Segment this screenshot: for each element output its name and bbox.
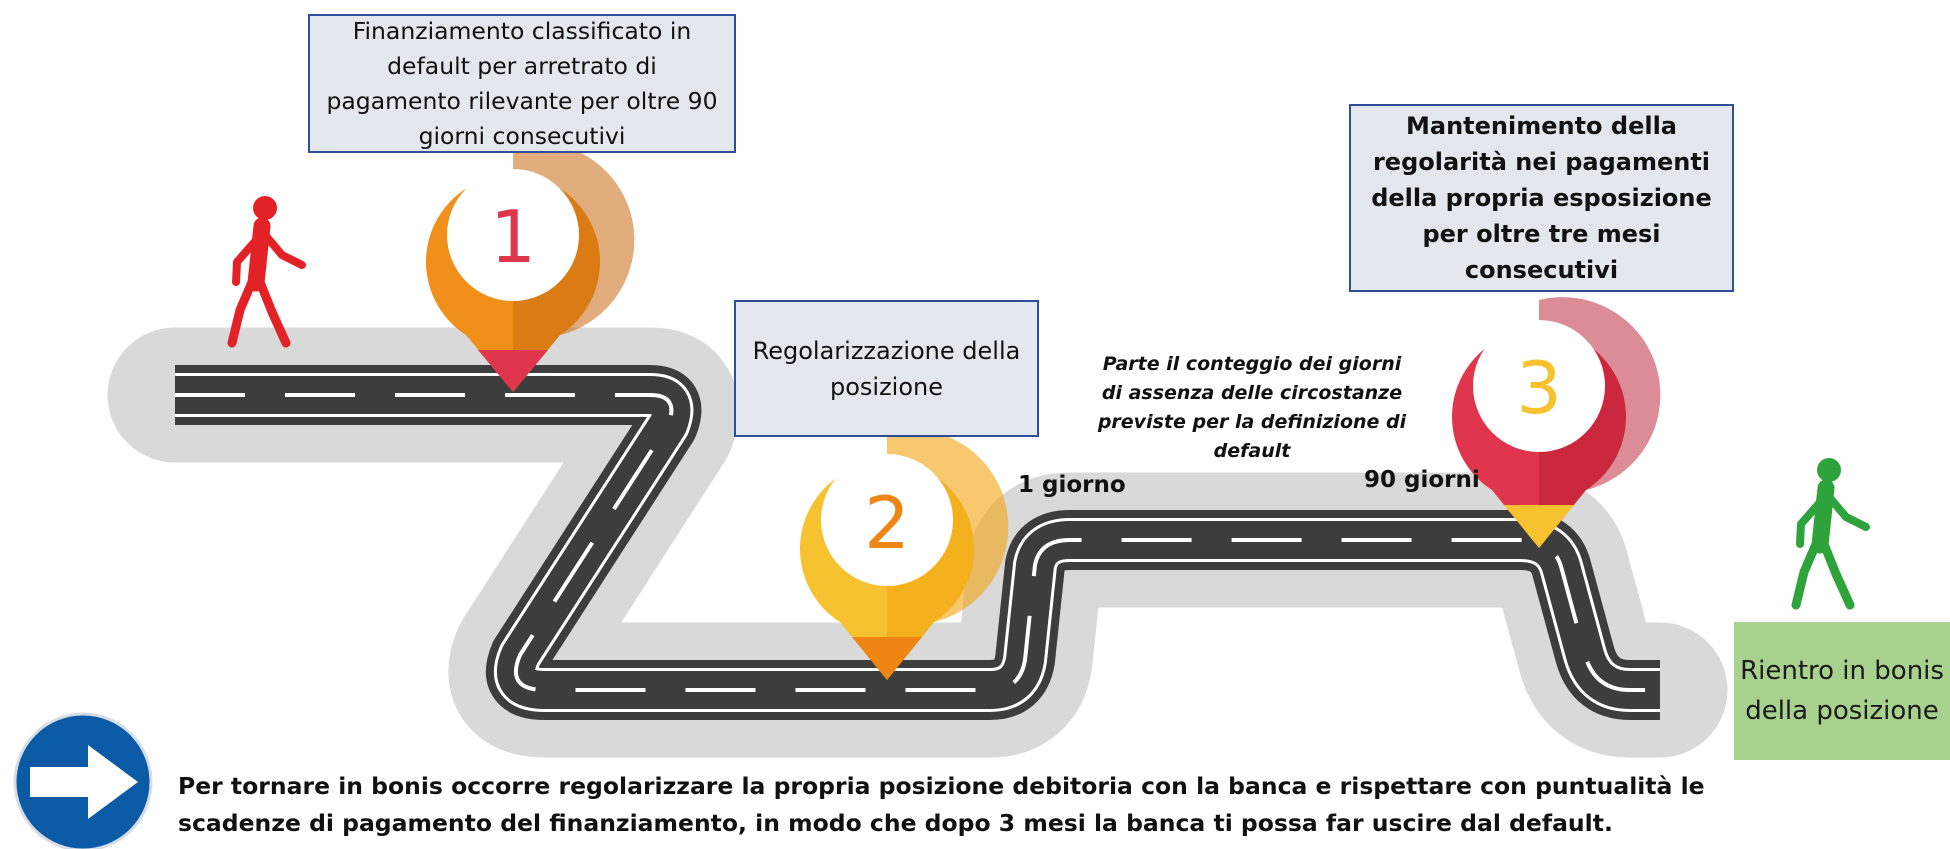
pin-3-number: 3 [1516, 346, 1562, 430]
step-2-text: Regolarizzazione della posizione [752, 336, 1021, 401]
footer-explanation: Per tornare in bonis occorre regolarizza… [178, 772, 1705, 837]
pin-1-number: 1 [490, 195, 536, 279]
timeline-note: Parte il conteggio dei giorni di assenza… [1097, 353, 1407, 462]
pin-2-number: 2 [864, 481, 910, 565]
timeline-start-label: 1 giorno [1018, 472, 1126, 498]
road-inner [175, 376, 1660, 709]
step-2-description: Regolarizzazione della posizione [734, 300, 1039, 437]
right-arrow-sign-icon [13, 712, 153, 849]
map-pin-icon: 2 [800, 429, 1009, 680]
map-pin-icon: 3 [1452, 297, 1661, 548]
step-3-text: Mantenimento della regolarità nei pagame… [1371, 112, 1712, 284]
step-1-text: Finanziamento classificato in default pe… [326, 16, 718, 150]
step-1-description: Finanziamento classificato in default pe… [308, 14, 736, 153]
walking-person-red-icon [227, 196, 306, 348]
map-pin-icon: 1 [425, 142, 635, 392]
outcome-text: Rientro in bonis della posizione [1740, 656, 1944, 726]
step-3-description: Mantenimento della regolarità nei pagame… [1349, 104, 1734, 292]
outcome-box: Rientro in bonis della posizione [1734, 622, 1950, 760]
walking-person-green-icon [1791, 458, 1870, 610]
timeline-end-label: 90 giorni [1364, 467, 1480, 493]
